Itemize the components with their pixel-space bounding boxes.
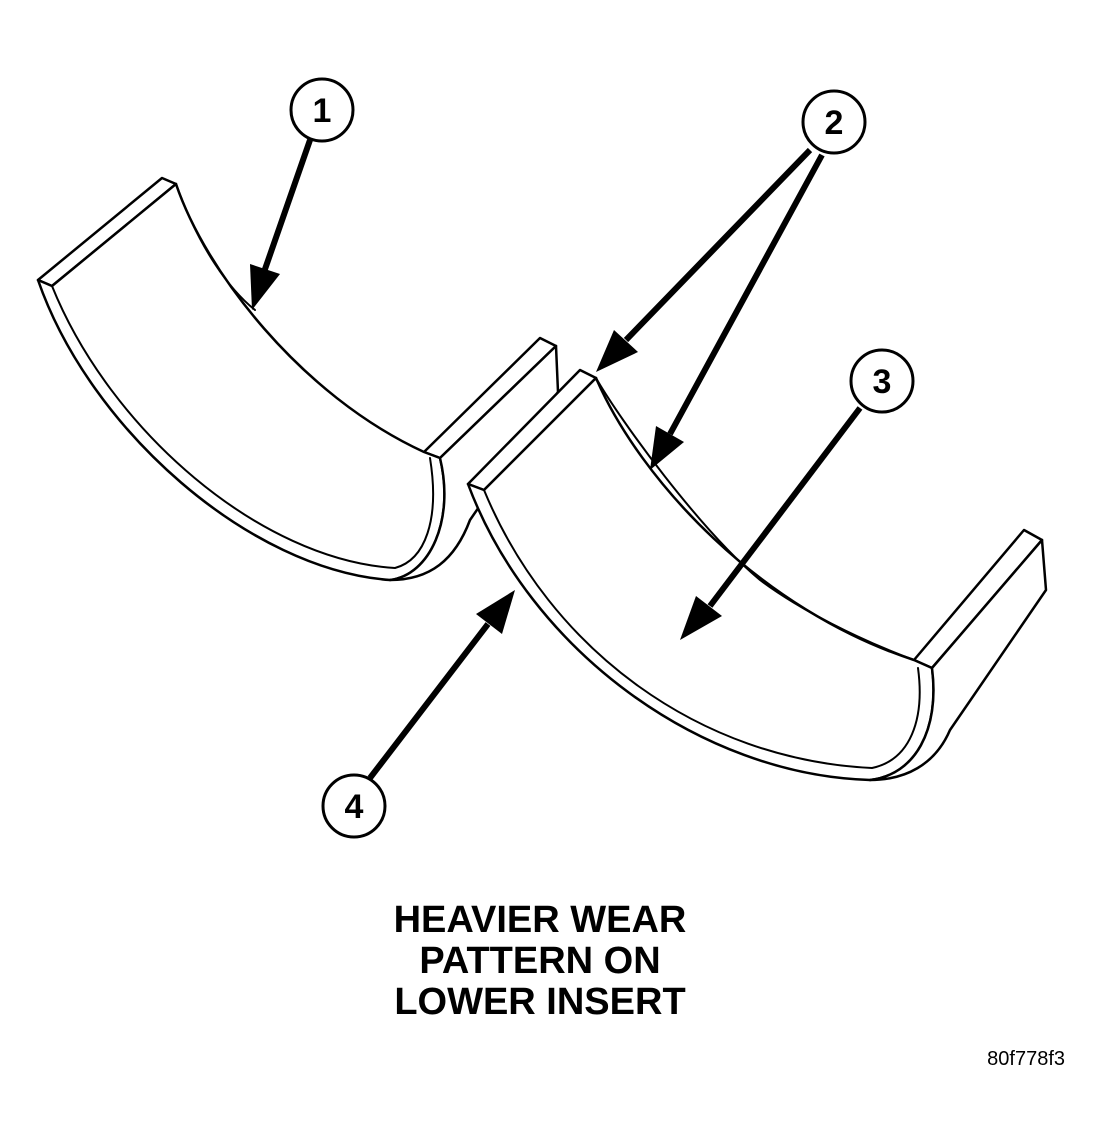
- upper-insert-wear-line: [175, 183, 256, 311]
- callout-4-label: 4: [345, 788, 364, 826]
- caption-line-3: LOWER INSERT: [394, 981, 686, 1023]
- callout-1-label: 1: [313, 92, 332, 130]
- arrow-1: [261, 139, 313, 273]
- lower-insert-body: [466, 376, 935, 782]
- caption-line-1: HEAVIER WEAR: [393, 899, 687, 941]
- upper-insert-inner-edge: [51, 285, 434, 570]
- callout-2-label: 2: [825, 104, 844, 142]
- callout-arrows: [250, 139, 863, 780]
- lower-bearing-insert: [466, 368, 1048, 782]
- callout-3: 3: [849, 348, 915, 414]
- callout-2: 2: [801, 89, 867, 155]
- caption-line-2: PATTERN ON: [419, 940, 661, 982]
- callout-4: 4: [321, 773, 387, 839]
- arrow-2b-head: [650, 426, 684, 470]
- diagram-caption: HEAVIER WEAR PATTERN ON LOWER INSERT: [340, 900, 740, 1023]
- lower-insert-wear-line: [595, 377, 915, 661]
- lower-insert-back-edge: [868, 538, 1048, 782]
- arrow-4: [367, 622, 491, 780]
- upper-insert-back-edge: [388, 344, 560, 582]
- arrow-2a-head: [596, 330, 638, 372]
- arrow-3: [707, 406, 863, 608]
- arrow-4-head: [476, 590, 515, 634]
- lower-insert-inner-edge: [483, 489, 921, 770]
- upper-bearing-insert: [36, 176, 560, 582]
- figure-reference-code: 80f778f3: [987, 1048, 1065, 1070]
- callout-1: 1: [289, 77, 355, 143]
- arrow-2b: [667, 153, 825, 436]
- arrow-2a: [623, 147, 813, 343]
- arrow-3-head: [680, 596, 722, 640]
- callout-3-label: 3: [873, 363, 892, 401]
- arrow-1-head: [250, 264, 280, 310]
